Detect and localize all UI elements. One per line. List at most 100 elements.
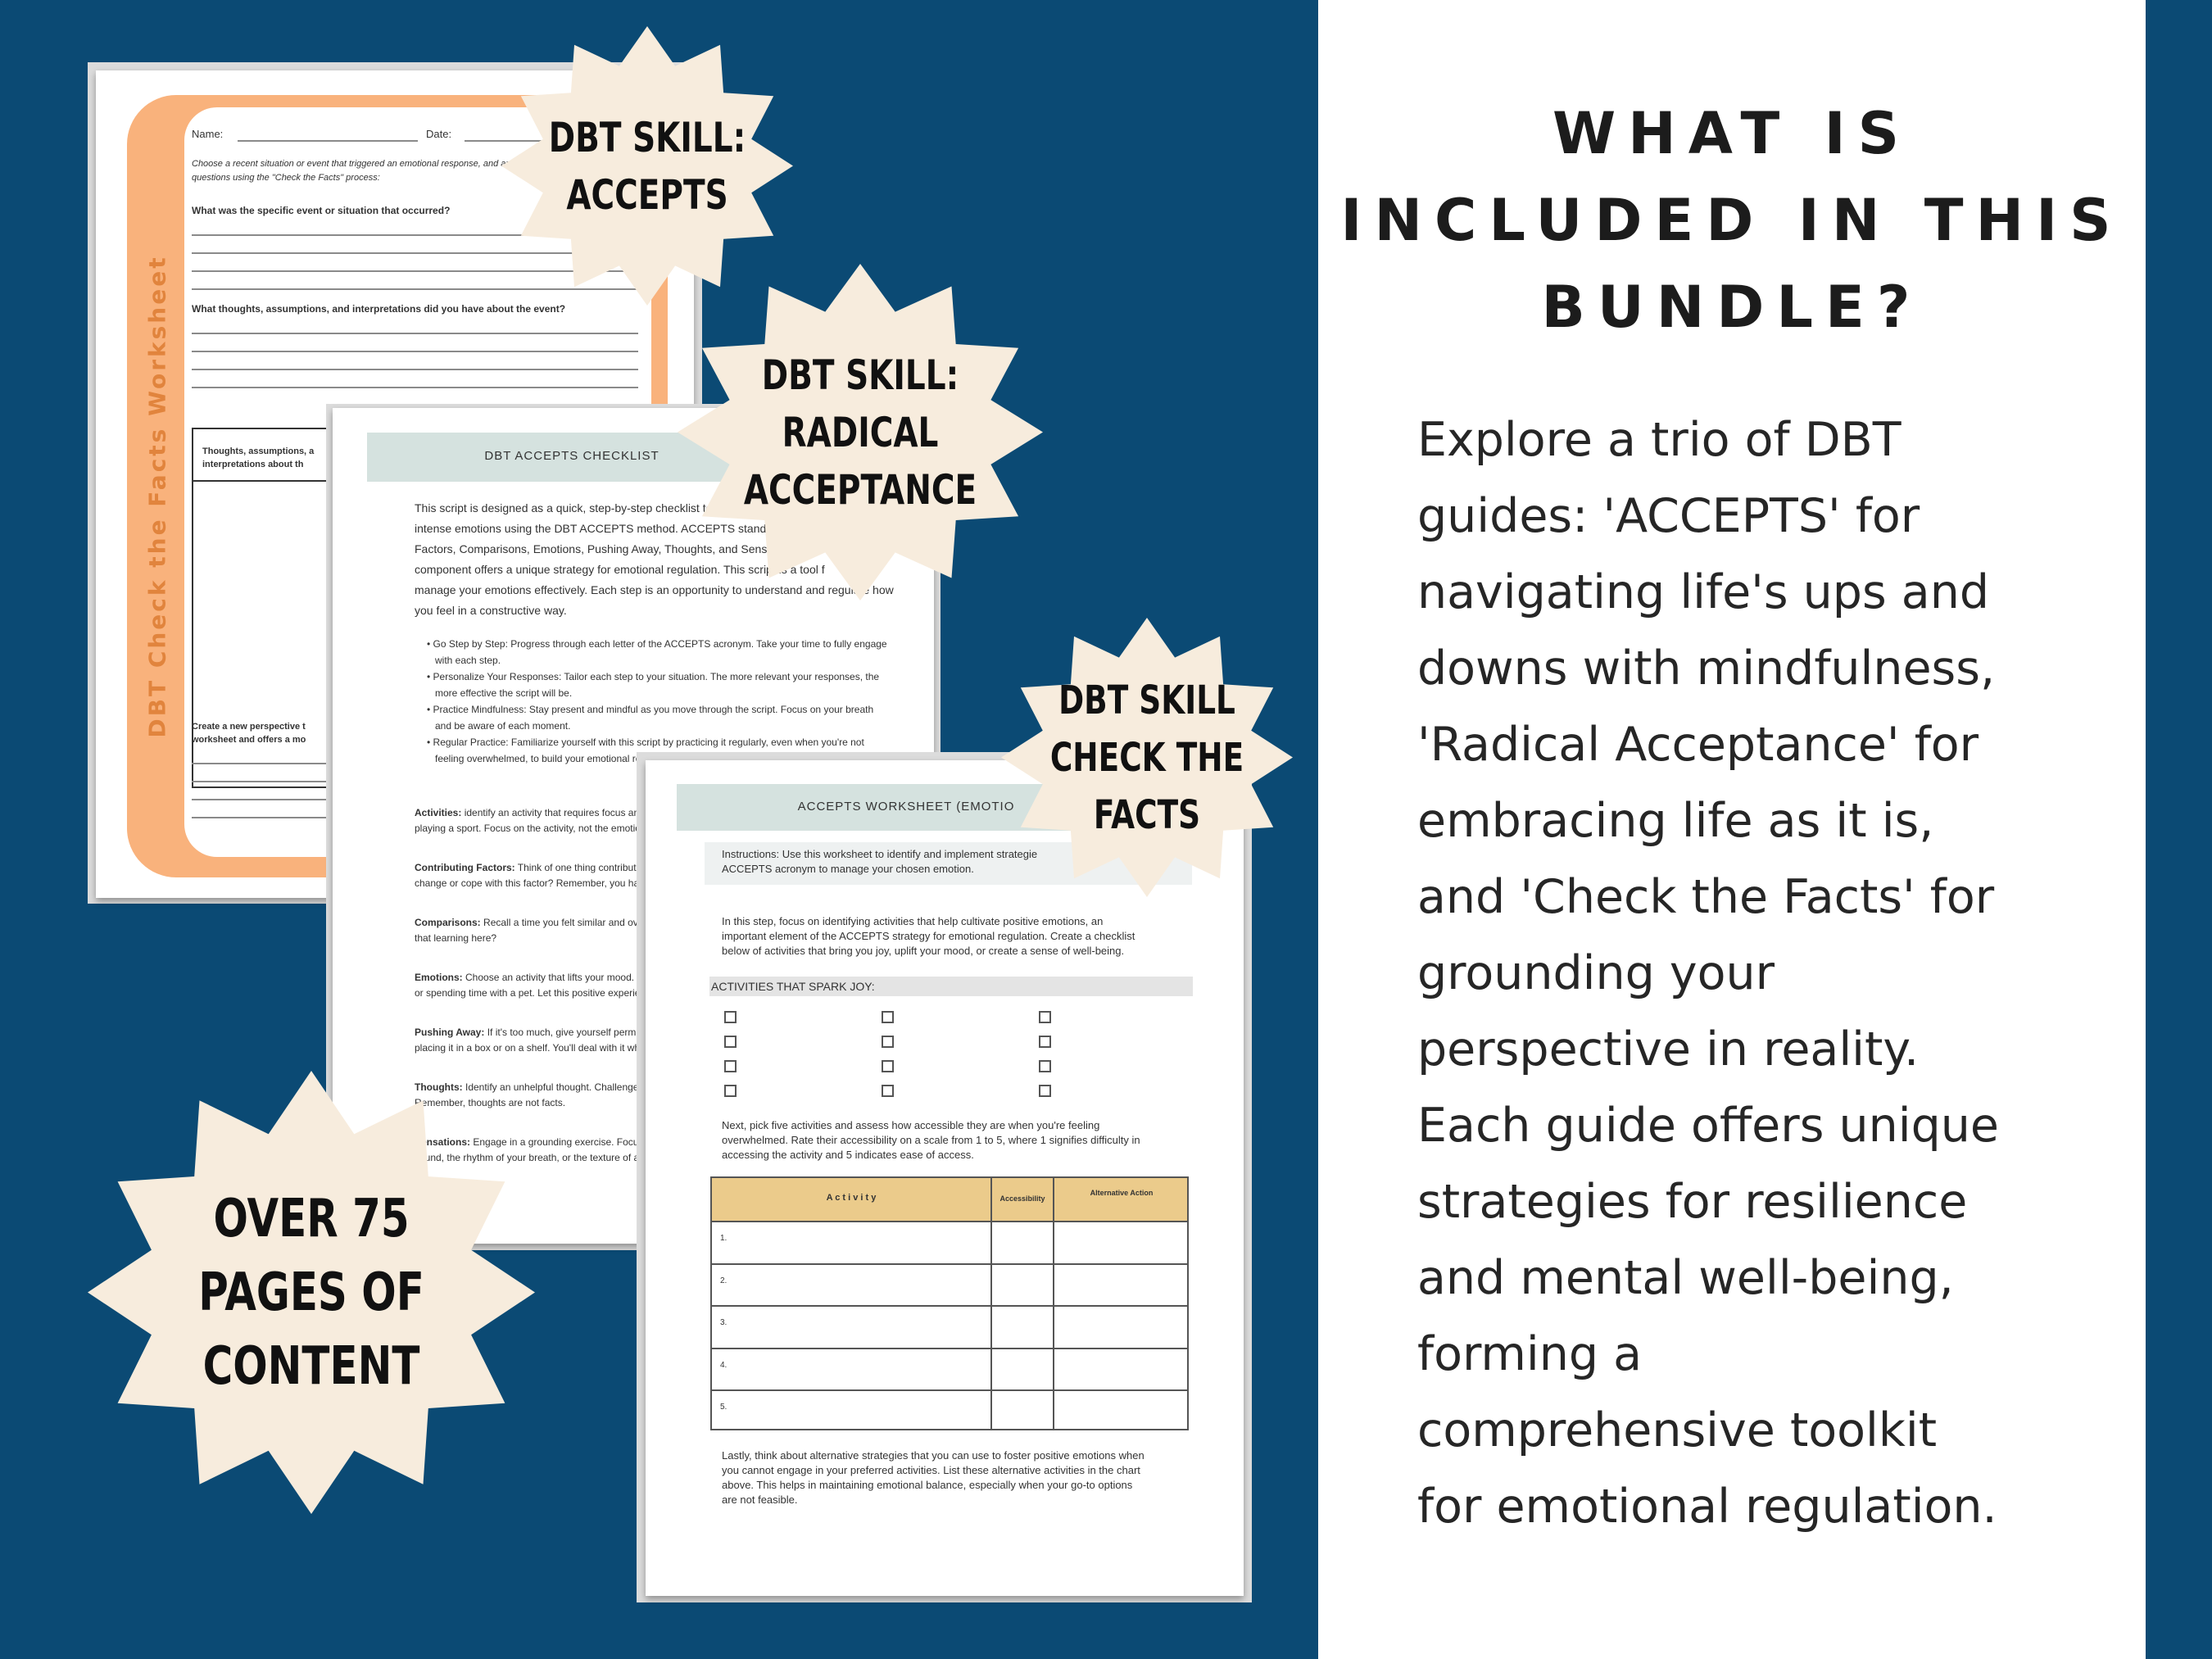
checklist-item-line: change or cope with this factor? Remembe… — [415, 877, 669, 889]
checklist-item: Comparisons: Recall a time you felt simi… — [415, 915, 906, 946]
worksheet-step-text: In this step, focus on identifying activ… — [722, 914, 1213, 959]
question-1: What was the specific event or situation… — [192, 205, 451, 216]
worksheet-closing-line: above. This helps in maintaining emotion… — [722, 1479, 1133, 1491]
panel-description-line: perspective in reality. — [1417, 1022, 1920, 1077]
checklist-item-line: Thoughts: Identify an unhelpful thought.… — [415, 1080, 906, 1095]
checklist-bullet: with each step. — [427, 655, 501, 666]
table-row-divider — [712, 1389, 1187, 1391]
checklist-item-line: sound, the rhythm of your breath, or the… — [415, 1152, 659, 1163]
bottom-prompt: worksheet and offers a mo — [192, 735, 306, 745]
checklist-item-line: placing it in a box or on a shelf. You'l… — [415, 1042, 659, 1054]
answer-line[interactable] — [192, 781, 437, 782]
badge-text-line: PAGES OF — [198, 1262, 424, 1323]
starburst-polygon — [88, 1071, 535, 1514]
checkbox[interactable] — [1039, 1036, 1051, 1048]
table-header-accessibility: Accessibility — [999, 1194, 1045, 1203]
checkbox[interactable] — [882, 1060, 894, 1072]
checklist-bullet: • Regular Practice: Familiarize yourself… — [427, 737, 864, 748]
vertical-title: DBT Check the Facts Worksheet — [143, 255, 171, 738]
answer-line[interactable] — [192, 387, 638, 388]
panel-description-line: embracing life as it is, — [1417, 794, 1934, 848]
answer-line[interactable] — [192, 333, 638, 334]
checklist-item-line: Pushing Away: If it's too much, give you… — [415, 1025, 906, 1040]
checklist-header: DBT ACCEPTS CHECKLIST — [484, 449, 660, 463]
table-row-divider — [712, 1262, 1187, 1265]
worksheet-step-line: important element of the ACCEPTS strateg… — [722, 930, 1135, 942]
checkbox[interactable] — [1039, 1011, 1051, 1023]
checklist-item-line: or spending time with a pet. Let this po… — [415, 987, 662, 999]
checklist-item-text: Think of one thing contributing — [514, 862, 650, 873]
starburst-shape — [501, 26, 793, 306]
checklist-bullet: • Go Step by Step: Progress through each… — [427, 638, 887, 650]
starburst-shape — [1001, 618, 1293, 897]
table-row-number: 4. — [720, 1360, 728, 1370]
badge-text-line: DBT SKILL — [1058, 677, 1235, 723]
answer-line[interactable] — [192, 288, 638, 290]
table-row-number: 1. — [720, 1234, 728, 1243]
bottom-prompt: Create a new perspective t — [192, 722, 306, 732]
checkbox[interactable] — [724, 1011, 737, 1023]
answer-line[interactable] — [192, 817, 437, 818]
checkbox[interactable] — [724, 1036, 737, 1048]
checklist-item-line: Comparisons: Recall a time you felt simi… — [415, 915, 906, 931]
badge-text-line: FACTS — [1093, 791, 1201, 838]
answer-line[interactable] — [192, 369, 638, 370]
checklist-item-text: Choose an activity that lifts your mood.… — [462, 972, 664, 983]
answer-line[interactable] — [192, 252, 638, 254]
checkbox[interactable] — [882, 1011, 894, 1023]
panel-title-line: BUNDLE? — [1541, 274, 1923, 341]
checklist-intro-line: component offers a unique strategy for e… — [415, 563, 825, 576]
checkbox[interactable] — [724, 1060, 737, 1072]
checklist-item-text: Recall a time you felt similar and overc… — [480, 917, 666, 928]
checklist-item-line: that learning here? — [415, 932, 497, 944]
table-header-row — [712, 1178, 1187, 1222]
right-border — [2146, 0, 2212, 1659]
answer-line[interactable] — [192, 270, 638, 272]
checkbox[interactable] — [724, 1085, 737, 1097]
badge-text-line: ACCEPTANCE — [743, 465, 977, 514]
checkbox[interactable] — [882, 1085, 894, 1097]
worksheet-next-text: Next, pick five activities and assess ho… — [722, 1118, 1213, 1163]
answer-line[interactable] — [192, 234, 638, 236]
checkbox[interactable] — [882, 1036, 894, 1048]
checklist-item-line: Emotions: Choose an activity that lifts … — [415, 970, 906, 986]
instructions-line: ACCEPTS acronym to manage your chosen em… — [722, 863, 974, 875]
worksheet-closing-line: Lastly, think about alternative strategi… — [722, 1449, 1145, 1462]
answer-line[interactable] — [192, 799, 437, 800]
panel-description-line: and mental well-being, — [1417, 1251, 1954, 1305]
panel-description-line: forming a — [1417, 1327, 1643, 1381]
worksheet-header: ACCEPTS WORKSHEET (EMOTIO — [797, 800, 1015, 814]
answer-line[interactable] — [192, 351, 638, 352]
panel-description-line: downs with mindfulness, — [1417, 641, 1996, 696]
panel-description-line: and 'Check the Facts' for — [1417, 870, 1995, 924]
panel-description-line: guides: 'ACCEPTS' for — [1417, 489, 1920, 543]
date-field[interactable] — [465, 140, 563, 142]
checklist-intro: This script is designed as a quick, step… — [415, 498, 906, 621]
info-panel — [1318, 0, 2146, 1659]
facts-intro: Choose a recent situation or event that … — [192, 159, 582, 183]
checklist-item: Pushing Away: If it's too much, give you… — [415, 1025, 906, 1056]
starburst-polygon — [1001, 618, 1293, 897]
worksheet-page: ACCEPTS WORKSHEET (EMOTIO Instructions: … — [646, 760, 1244, 1596]
checklist-item-text: If it's too much, give yourself permissi… — [484, 1027, 656, 1038]
name-field[interactable] — [238, 140, 418, 142]
checkbox[interactable] — [1039, 1085, 1051, 1097]
name-label: Name: — [192, 128, 224, 140]
table-row-number: 5. — [720, 1403, 728, 1412]
checklist-intro-line: intense emotions using the DBT ACCEPTS m… — [415, 522, 851, 535]
panel-description-line: grounding your — [1417, 946, 1775, 1000]
answer-line[interactable] — [192, 763, 437, 764]
starburst-polygon — [501, 26, 793, 306]
checklist-item-line: playing a sport. Focus on the activity, … — [415, 823, 649, 834]
panel-description-line: strategies for resilience — [1417, 1175, 1968, 1229]
checklist-item-label: Comparisons: — [415, 917, 481, 928]
worksheet-next-line: Next, pick five activities and assess ho… — [722, 1119, 1100, 1131]
checklist-item-line: Contributing Factors: Think of one thing… — [415, 860, 906, 876]
checkbox[interactable] — [1039, 1060, 1051, 1072]
badge-text: DBT SKILL:ACCEPTS — [533, 25, 763, 307]
